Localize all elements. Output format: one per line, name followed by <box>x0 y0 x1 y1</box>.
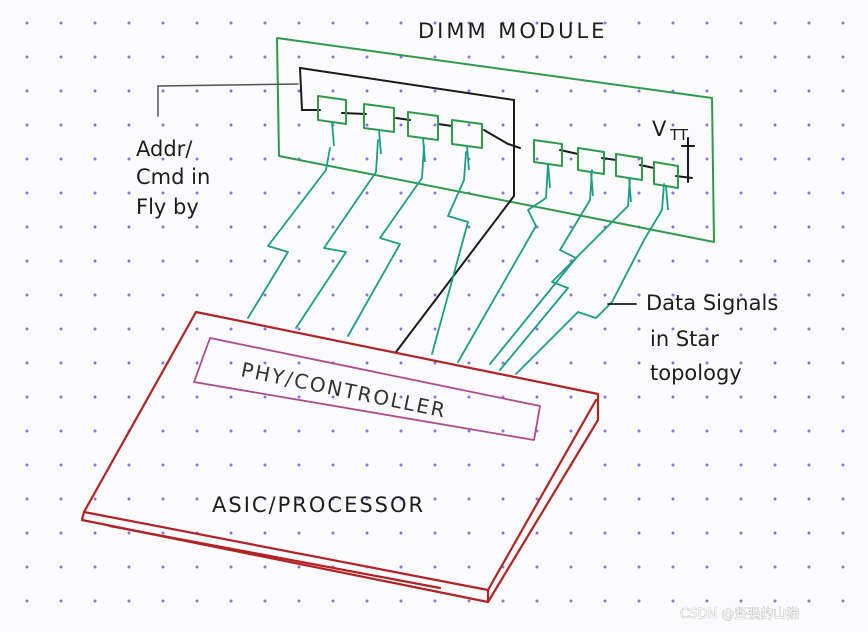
addr-cmd-label: Addr/ Cmd in Fly by <box>136 137 210 219</box>
data-signals-label: Data Signals in Star topology <box>646 291 778 385</box>
memory-chip-row <box>317 95 679 211</box>
vtt-label-main: V <box>652 117 667 141</box>
memory-chip <box>317 95 347 125</box>
dimm-module-title: DIMM MODULE <box>418 19 607 43</box>
data-signal-trace <box>347 145 425 337</box>
memory-chip-pin <box>378 129 382 155</box>
memory-chip <box>615 153 643 181</box>
memory-chip <box>533 139 563 167</box>
data-signal-trace <box>489 169 593 365</box>
csdn-watermark: CSDN @坚强的山猫 <box>680 606 799 622</box>
addr-cmd-connector-line <box>157 83 299 117</box>
memory-chip <box>653 161 679 189</box>
data-signal-trace <box>431 151 469 355</box>
addr-cmd-bus <box>299 67 693 353</box>
memory-chip-pin <box>665 185 669 211</box>
dimm-board <box>276 37 715 243</box>
memory-chip <box>407 111 439 141</box>
asic-processor-label: ASIC/PROCESSOR <box>212 493 425 517</box>
phy-controller-block <box>193 337 541 441</box>
memory-chip-pin <box>466 145 470 171</box>
data-signals-label-line-2: in Star <box>650 327 719 351</box>
memory-chip-pin <box>331 121 335 147</box>
phy-controller-label: PHY/CONTROLLER <box>239 357 449 422</box>
asic-processor-block <box>80 310 600 604</box>
vtt-label: V TT <box>652 117 689 144</box>
memory-chip <box>577 147 605 175</box>
vtt-termination-marker <box>681 137 695 183</box>
data-signal-trace <box>515 183 665 375</box>
addr-cmd-label-line-1: Addr/ <box>136 137 193 161</box>
data-signal-trace <box>457 163 549 363</box>
data-signal-trace <box>499 177 631 371</box>
addr-cmd-label-line-3: Fly by <box>136 195 199 219</box>
vtt-label-subscript: TT <box>669 126 689 144</box>
data-signal-traces <box>247 139 665 375</box>
data-signal-trace <box>295 139 379 329</box>
data-signal-trace <box>247 147 331 319</box>
memory-chip <box>363 103 395 133</box>
data-signals-label-line-1: Data Signals <box>646 291 778 315</box>
data-signals-label-line-3: topology <box>650 361 742 385</box>
addr-cmd-label-line-2: Cmd in <box>136 165 210 189</box>
memory-chip <box>451 119 483 149</box>
